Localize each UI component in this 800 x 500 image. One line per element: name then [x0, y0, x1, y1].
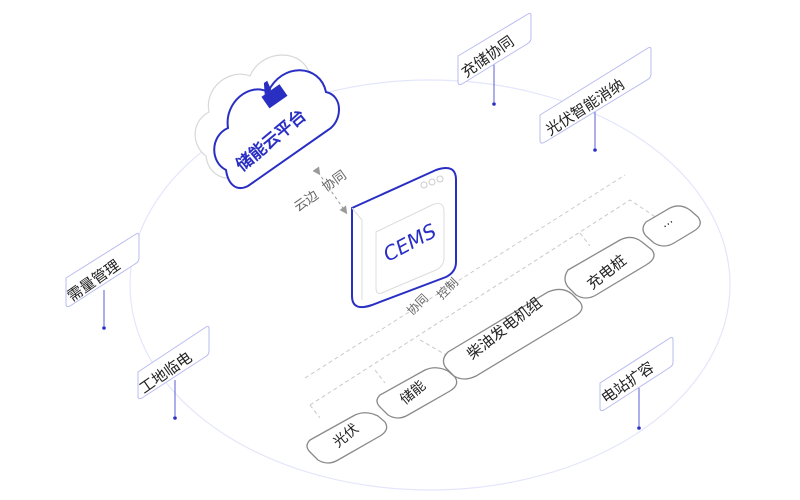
cloud-edge-arrow — [312, 166, 348, 215]
link-label-cloud-edge-1: 云边 — [292, 188, 322, 215]
scenario-ring — [129, 79, 731, 491]
link-label-cloud-edge-2: 协同 — [320, 168, 350, 195]
link-label-cems-1: 协同 — [404, 291, 432, 319]
scenario-tag-charge-storage[interactable]: 充储协同 — [457, 12, 532, 106]
device-storage[interactable]: 储能 — [376, 367, 458, 419]
device-bus-lines — [304, 174, 661, 419]
box-hand-icon — [261, 80, 288, 109]
scenario-tag-site-power[interactable]: 工地临电 — [136, 325, 210, 420]
device-diesel-generator[interactable]: 柴油发电机组 — [442, 288, 583, 380]
cloud-platform[interactable]: 储能云平台 — [194, 54, 340, 189]
device-charging-pile[interactable]: 充电桩 — [564, 236, 655, 299]
device-pv[interactable]: 光伏 — [306, 412, 388, 464]
scenario-tag-demand-management[interactable]: 需量管理 — [64, 232, 140, 330]
device-more[interactable]: ... — [642, 205, 701, 247]
cems-box[interactable]: CEMS — [351, 167, 457, 309]
